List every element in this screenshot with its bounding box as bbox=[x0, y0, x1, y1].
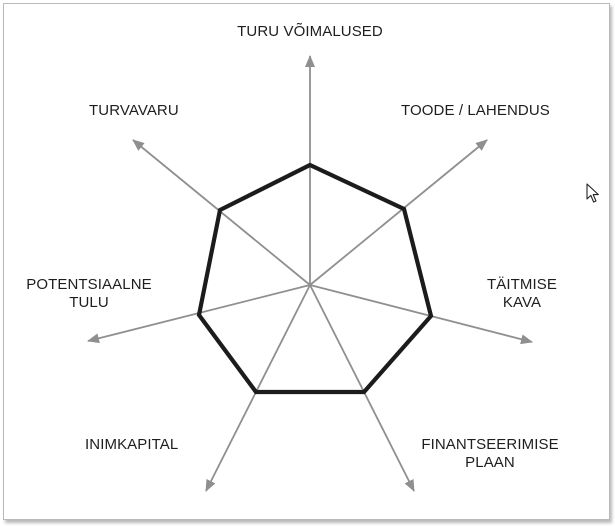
mouse-pointer-icon bbox=[586, 183, 599, 203]
score-polygon bbox=[196, 162, 434, 395]
axis-label-inimkapital: INIMKAPITAL bbox=[85, 436, 179, 453]
axis-arrow-taitmise bbox=[309, 284, 533, 345]
axis-label-turu-voimalused: TURU VÕIMALUSED bbox=[237, 23, 383, 40]
axis-arrow-inimkapital bbox=[205, 284, 311, 492]
axis-label-toode-lahendus: TOODE / LAHENDUS bbox=[401, 102, 550, 119]
axis-arrow-finants bbox=[309, 284, 415, 492]
axis-label-taitmise-kava: TÄITMISE KAVA bbox=[487, 276, 557, 311]
axis-label-turvavaru: TURVAVARU bbox=[89, 102, 179, 119]
axis-label-finantseerimise-plaan: FINANTSEERIMISE PLAAN bbox=[421, 436, 559, 471]
axis-arrow-toode bbox=[309, 139, 488, 286]
diagram-frame bbox=[3, 3, 610, 520]
axis-label-potentsiaalne-tulu: POTENTSIAALNE TULU bbox=[26, 276, 152, 311]
axes bbox=[87, 55, 533, 492]
